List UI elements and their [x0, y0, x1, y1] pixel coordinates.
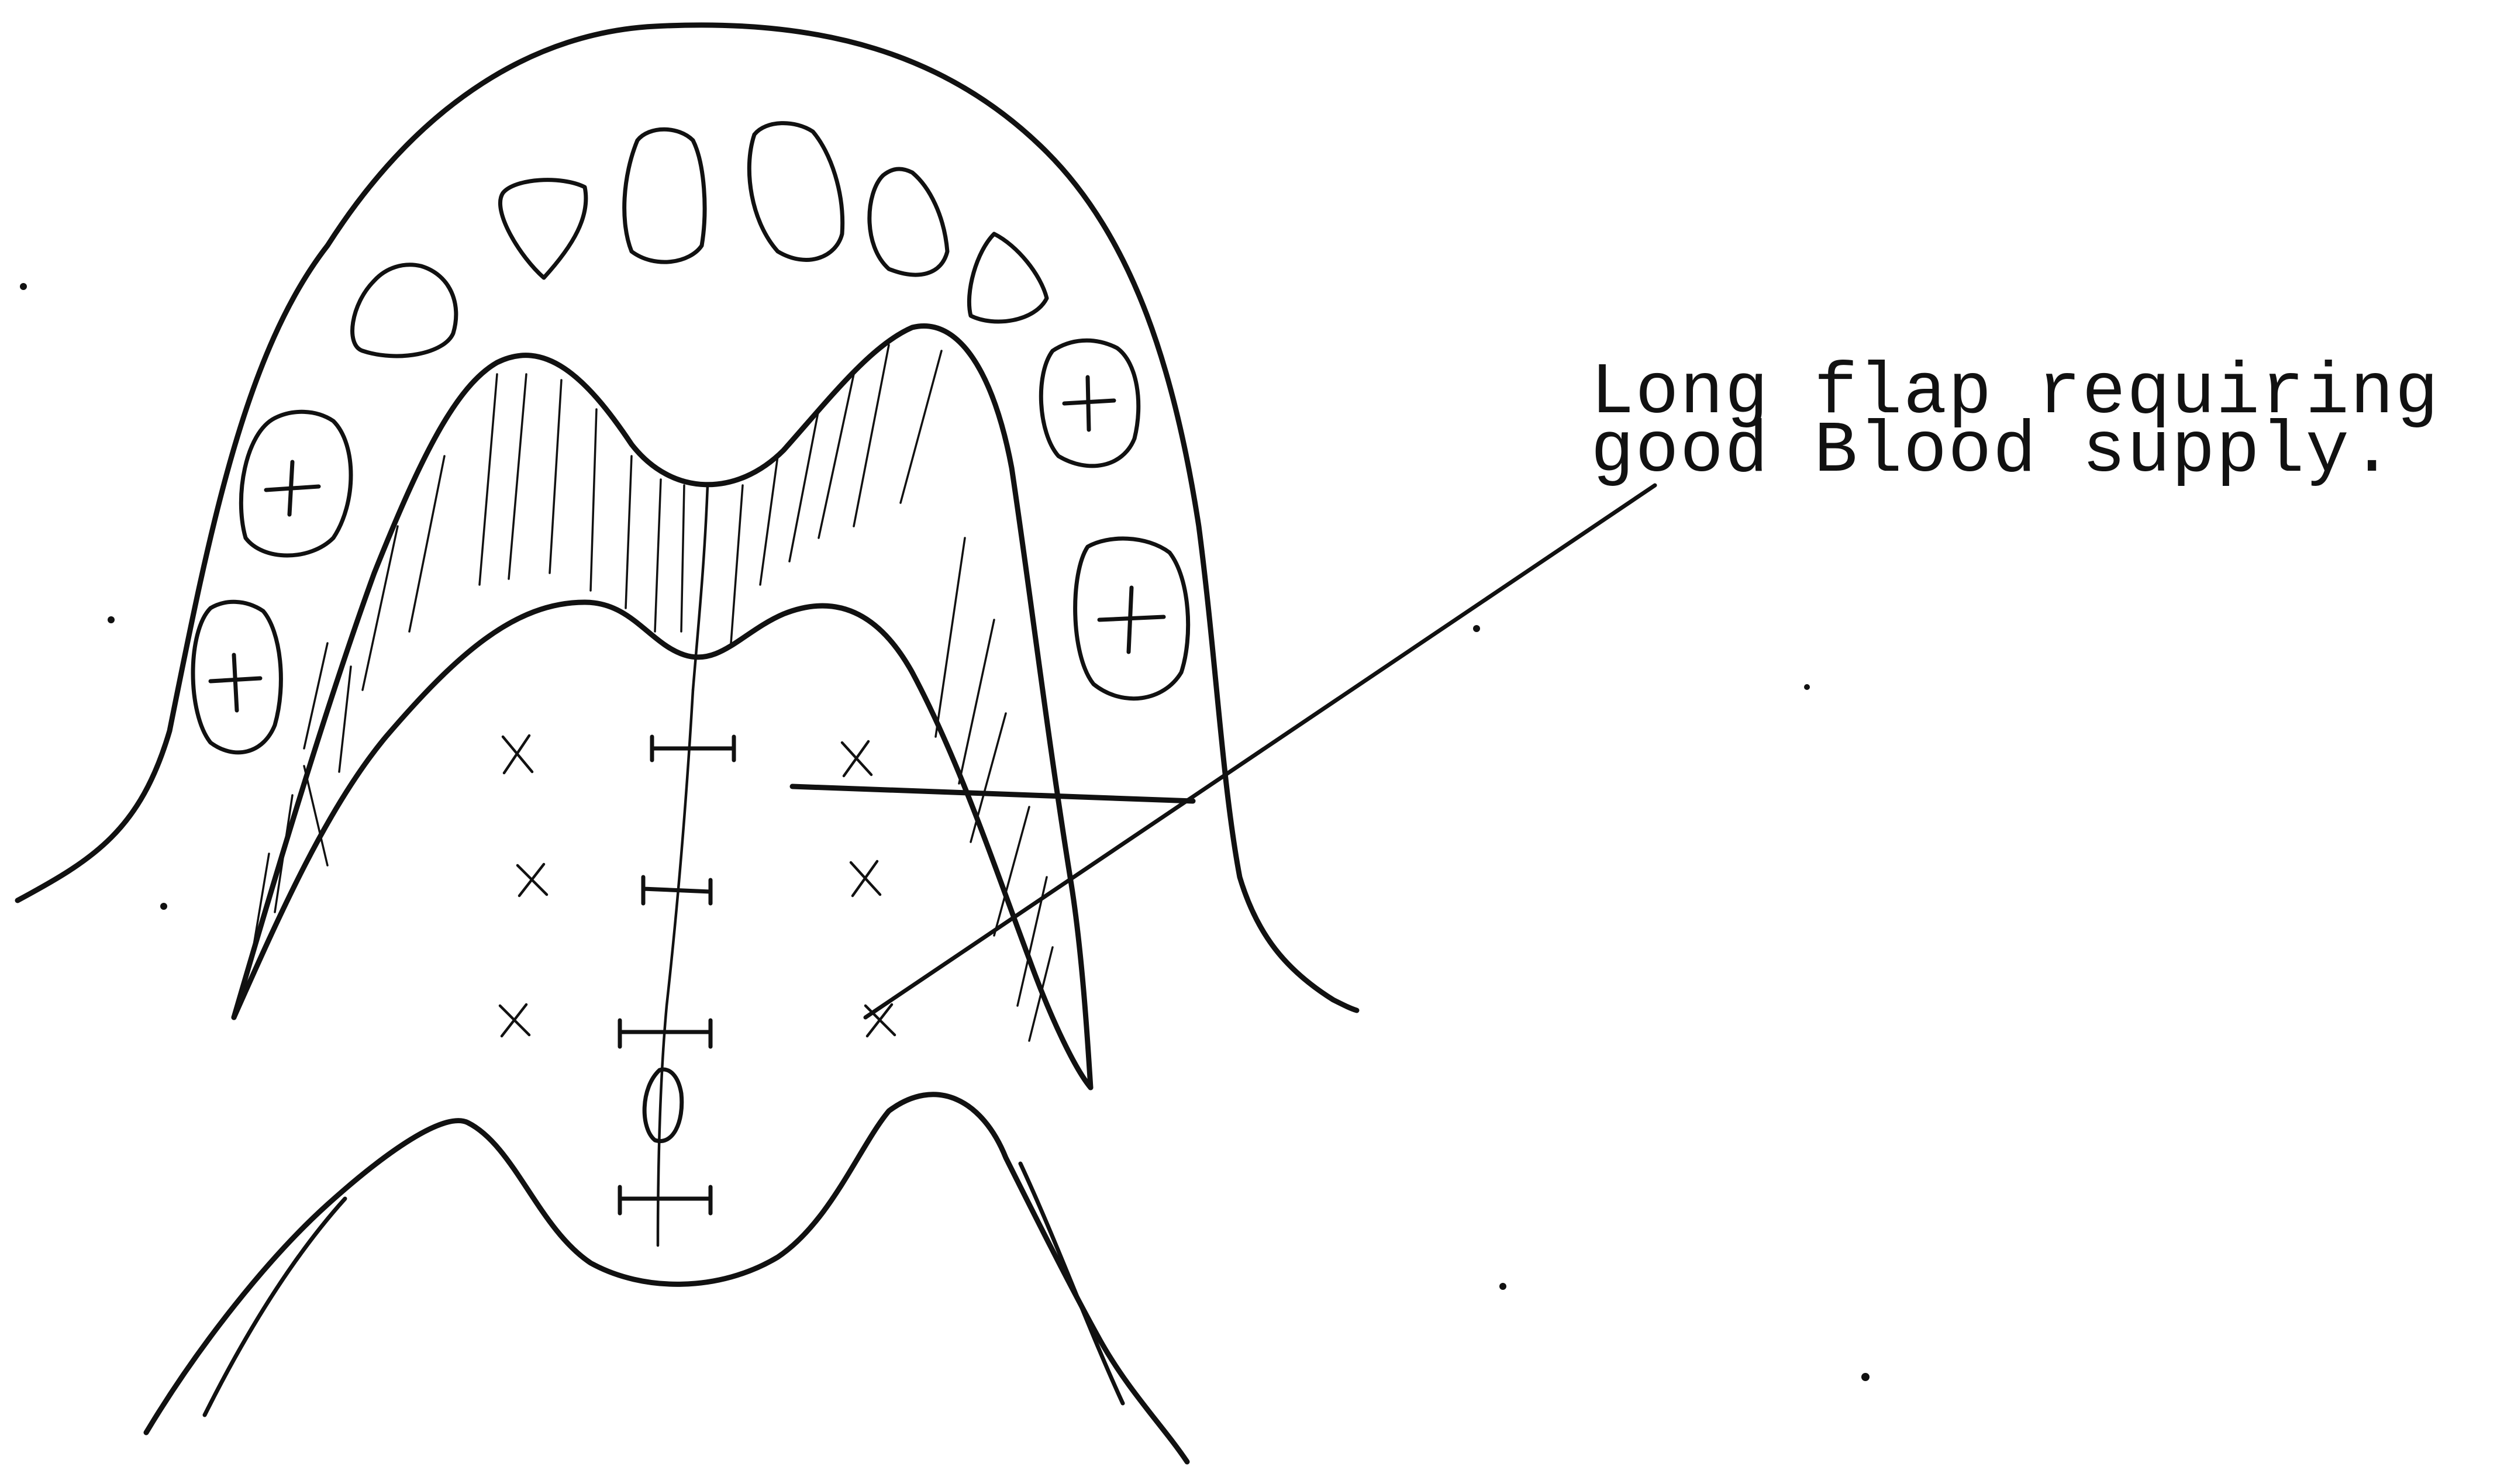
tooth — [969, 234, 1047, 322]
hatching — [251, 345, 1053, 1041]
plus-mark — [266, 462, 319, 515]
left-pillar — [205, 1199, 345, 1415]
plus-mark — [211, 655, 260, 710]
tooth — [870, 169, 947, 275]
annotation-line-2: good Blood supply. — [1591, 411, 2395, 493]
tooth — [749, 123, 842, 260]
molar — [241, 412, 351, 555]
tooth — [625, 129, 705, 262]
plus-mark — [1064, 377, 1114, 430]
palatal-flap — [234, 602, 1091, 1088]
posterior-outline — [146, 1095, 1187, 1462]
tooth — [353, 265, 456, 356]
leader-line — [865, 485, 1655, 1017]
x-marks — [500, 736, 895, 1036]
midline-lower — [658, 690, 693, 1245]
sutures — [620, 737, 734, 1213]
right-pillar — [1020, 1164, 1123, 1403]
molars — [193, 340, 1188, 753]
outer-arch — [18, 25, 1357, 1010]
teeth — [353, 123, 1047, 356]
palatal-shelf-outline — [234, 326, 1091, 1088]
uvula — [644, 1069, 682, 1141]
incision-line — [792, 786, 1193, 801]
plus-mark — [1099, 588, 1164, 652]
tooth — [500, 180, 585, 278]
